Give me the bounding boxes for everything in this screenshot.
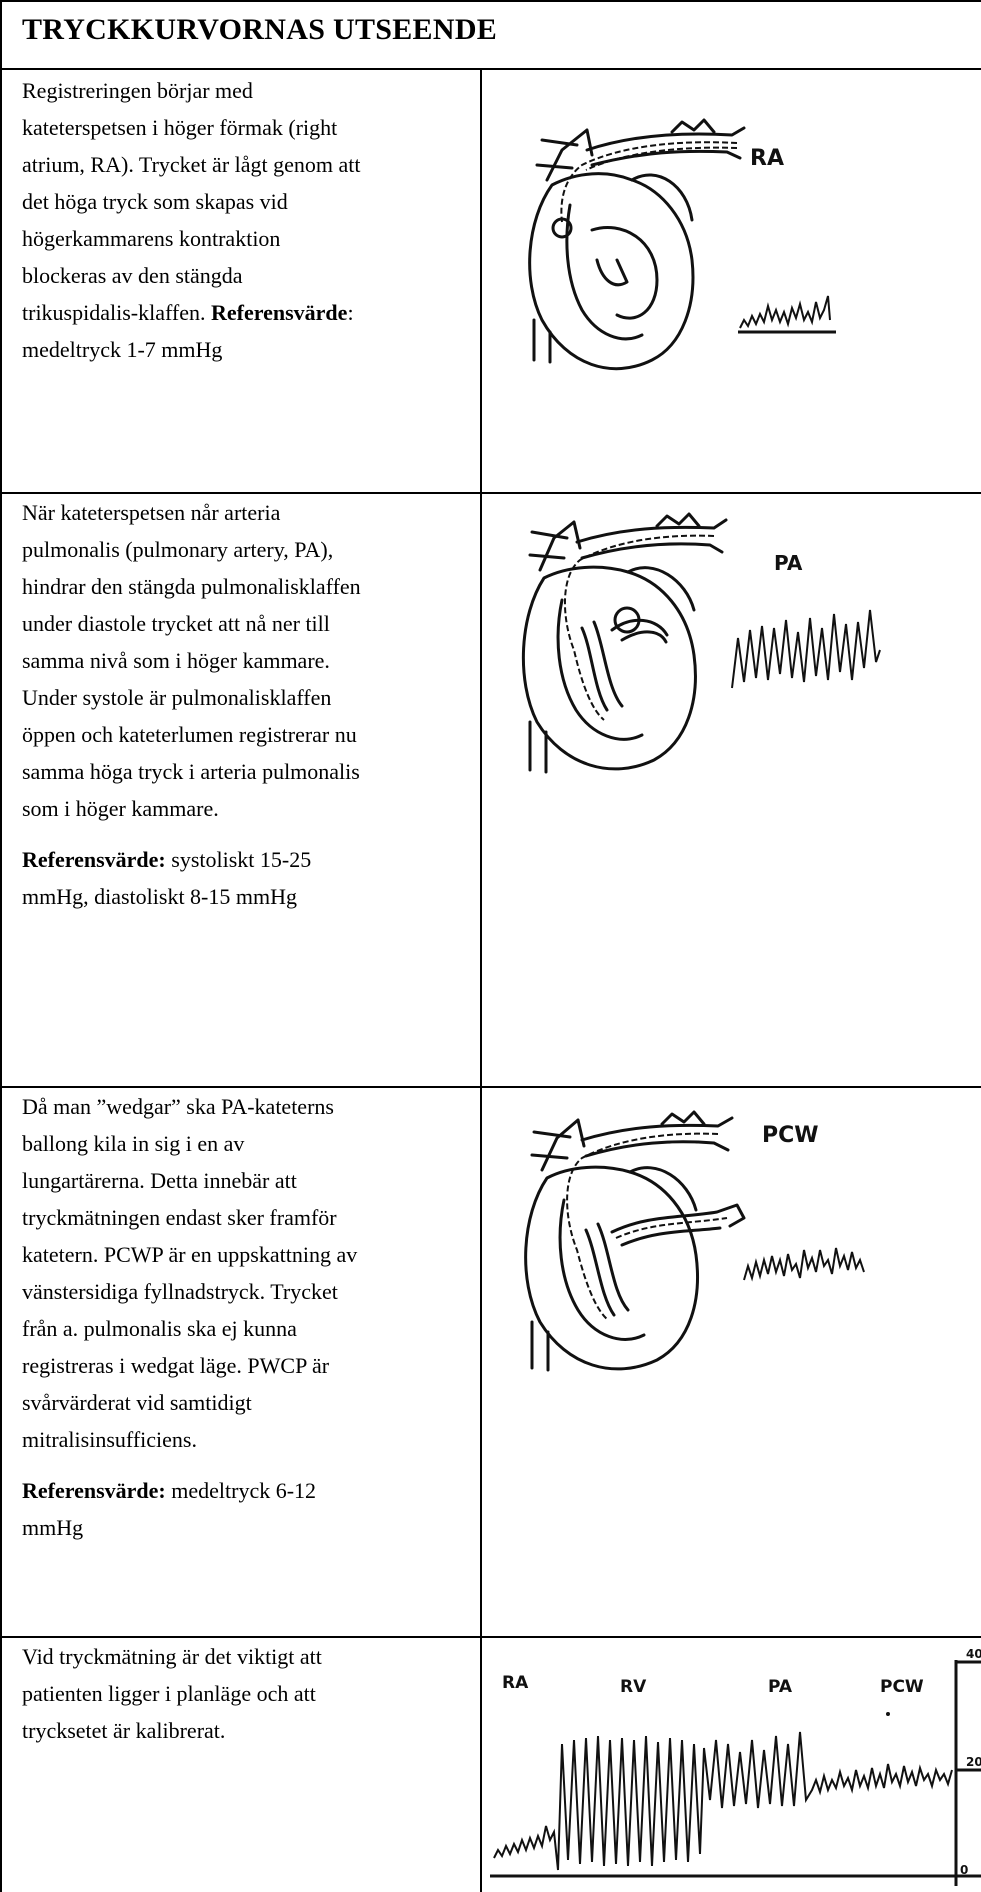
row-3-paragraph-1: Då man ”wedgar” ska PA-kateterns ballong…: [22, 1088, 362, 1458]
scale-tick-20: 20: [966, 1755, 981, 1769]
row-3-reference-label: Referensvärde:: [22, 1478, 166, 1503]
scale-tick-40: 40: [966, 1647, 981, 1661]
document-title: TRYCKKURVORNAS UTSEENDE: [22, 10, 497, 50]
row-1-body: Registreringen börjar med kateterspetsen…: [22, 78, 361, 325]
table-divider-title: [0, 68, 981, 70]
row-4-text: Vid tryckmätning är det viktigt att pati…: [22, 1638, 362, 1749]
scale-tick-0: 0: [960, 1863, 968, 1877]
row-1-figure: RA: [482, 110, 981, 430]
table-border-left: [0, 0, 2, 1892]
trace-label-pa: PA: [768, 1677, 793, 1697]
row-4-figure: RA RV PA PCW 40 20 0: [482, 1640, 981, 1892]
table-border-top: [0, 0, 981, 2]
heart-catheter-diagram-pa: PA: [482, 510, 981, 810]
row-1-text: Registreringen börjar med kateterspetsen…: [22, 72, 362, 368]
row-3-text: Då man ”wedgar” ska PA-kateterns ballong…: [22, 1088, 362, 1546]
row-2-figure: PA: [482, 510, 981, 810]
trace-label-ra: RA: [502, 1673, 529, 1693]
pressure-label-pa: PA: [774, 551, 803, 575]
row-2-text: När kateterspetsen når arteria pulmonali…: [22, 494, 362, 915]
row-1-reference-label: Referensvärde: [211, 300, 347, 325]
row-2-paragraph-2: Referensvärde: systoliskt 15-25 mmHg, di…: [22, 841, 362, 915]
row-4-paragraph: Vid tryckmätning är det viktigt att pati…: [22, 1638, 362, 1749]
heart-catheter-diagram-ra: RA: [482, 110, 981, 430]
row-3-paragraph-2: Referensvärde: medeltryck 6-12 mmHg: [22, 1472, 362, 1546]
pressure-trace-combined: RA RV PA PCW 40 20 0: [482, 1640, 981, 1892]
row-2-paragraph-1: När kateterspetsen når arteria pulmonali…: [22, 494, 362, 827]
pressure-label-ra: RA: [750, 146, 784, 171]
trace-label-rv: RV: [620, 1677, 647, 1697]
pressure-label-pcw: PCW: [762, 1123, 819, 1148]
row-1-paragraph: Registreringen börjar med kateterspetsen…: [22, 72, 362, 368]
trace-label-pcw: PCW: [880, 1677, 924, 1697]
row-3-figure: PCW: [482, 1100, 981, 1430]
heart-catheter-diagram-pcw: PCW: [482, 1100, 981, 1430]
row-2-reference-label: Referensvärde:: [22, 847, 166, 872]
